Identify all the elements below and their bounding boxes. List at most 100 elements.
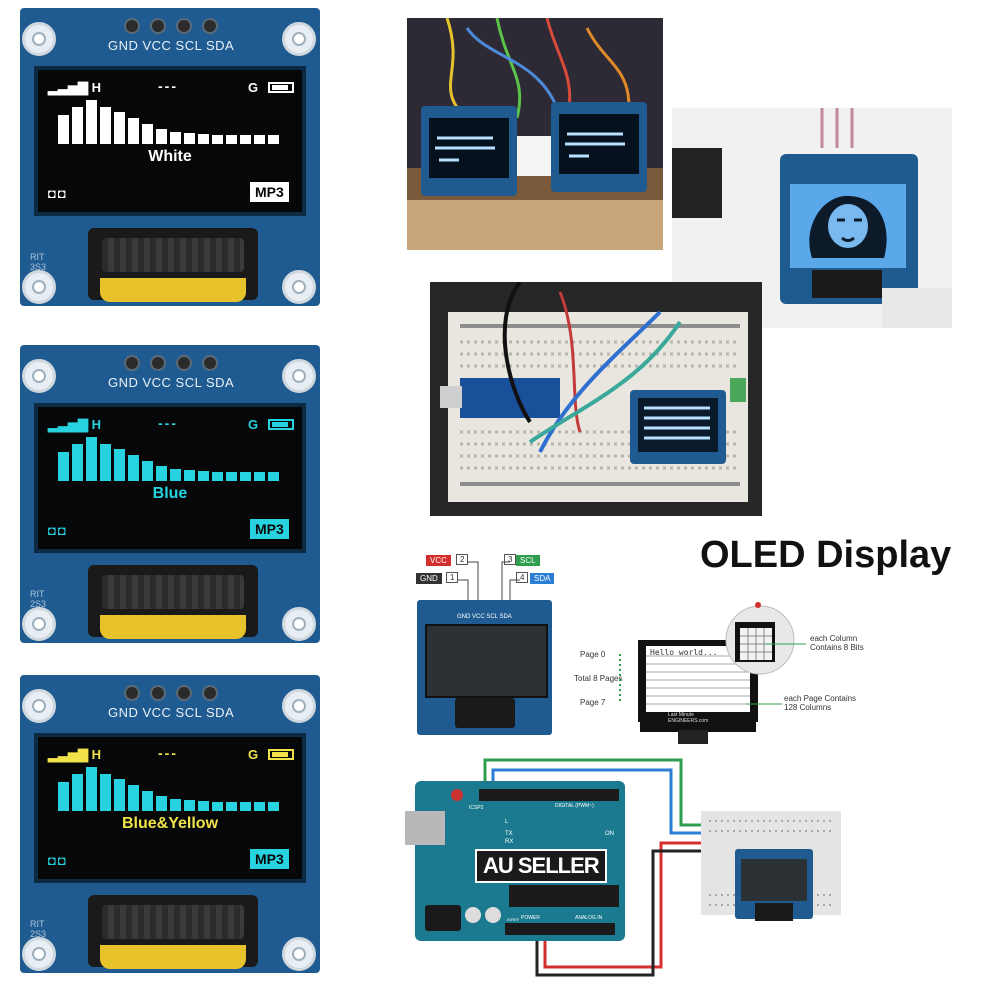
gold-connector <box>100 278 246 302</box>
mount-hole <box>22 359 56 393</box>
spectrum-bar <box>170 132 181 144</box>
arduino-label-l: L <box>505 819 509 825</box>
battery-icon <box>268 82 294 93</box>
spectrum-bar <box>100 444 111 481</box>
photo-two-oleds-wired <box>407 18 663 250</box>
pin-leader-lines <box>458 561 520 602</box>
pinout-oled-module: GND VCC SCL SDA <box>417 600 552 735</box>
header-pin <box>176 685 192 701</box>
spectrum-bar <box>58 115 69 144</box>
signal-indicator: ▂▃▅▇ H <box>48 747 101 762</box>
spectrum-bar <box>198 134 209 144</box>
pin-tag-scl: SCL <box>516 555 540 566</box>
spectrum-bar <box>212 135 223 144</box>
battery-icon <box>268 419 294 430</box>
signal-indicator: ▂▃▅▇ H <box>48 80 101 95</box>
pinout-module-pins: GND VCC SCL SDA <box>457 614 512 620</box>
header-pin <box>150 685 166 701</box>
spectrum-bar <box>170 799 181 811</box>
pin-labels: GND VCC SCL SDA <box>108 38 235 53</box>
screen-dashes: --- <box>158 78 178 94</box>
label-page0: Page 0 <box>580 650 606 659</box>
mount-hole <box>22 937 56 971</box>
pin-tag-vcc: VCC <box>426 555 451 566</box>
gold-connector <box>100 615 246 639</box>
mount-hole <box>22 270 56 304</box>
spectrum-bar <box>156 129 167 144</box>
spectrum-bars <box>58 100 288 144</box>
header-pin <box>202 355 218 371</box>
header-pin <box>124 18 140 34</box>
spectrum-bar <box>240 472 251 481</box>
spectrum-bar <box>156 796 167 811</box>
spectrum-bars <box>58 767 288 811</box>
spectrum-bar <box>226 135 237 144</box>
arduino-wiring-art <box>405 758 841 977</box>
screen-bottom-icons: ◘◘ <box>48 853 68 868</box>
spectrum-bar <box>86 437 97 481</box>
arduino-label-ioref: IOREF <box>507 917 520 922</box>
memory-map-diagram: Page 0 Total 8 Pages Page 7 Hello world.… <box>570 600 870 750</box>
header-pin <box>202 685 218 701</box>
arduino-label-analog: ANALOG IN <box>575 915 603 921</box>
mp3-badge: MP3 <box>250 182 289 202</box>
mount-hole <box>282 689 316 723</box>
pinout-diagram: VCC 2 GND 1 3 SCL 4 SDA GND VCC SCL SDA <box>412 550 562 740</box>
spectrum-bar <box>86 767 97 811</box>
mp3-badge: MP3 <box>250 519 289 539</box>
arduino-label-rx: RX <box>505 839 514 845</box>
brand-label: Last Minute ENGINEERS.com <box>668 712 709 724</box>
battery-icon <box>268 749 294 760</box>
pin-number-2: 2 <box>456 554 469 565</box>
arduino-label-digital: DIGITAL (PWM~) <box>555 803 594 809</box>
mount-hole <box>22 607 56 641</box>
mount-hole <box>282 270 316 304</box>
column-note: each Column Contains 8 Bits <box>810 634 864 652</box>
mp3-badge: MP3 <box>250 849 289 869</box>
label-total-pages: Total 8 Pages <box>574 674 623 683</box>
spectrum-bar <box>184 800 195 811</box>
screen-g-label: G <box>248 80 259 95</box>
spectrum-bar <box>156 466 167 481</box>
spectrum-bar <box>226 472 237 481</box>
spectrum-bar <box>58 782 69 811</box>
header-pin <box>176 355 192 371</box>
spectrum-bar <box>240 802 251 811</box>
header-pin <box>202 18 218 34</box>
signal-indicator: ▂▃▅▇ H <box>48 417 101 432</box>
label-page7: Page 7 <box>580 698 606 707</box>
silkscreen-label: RIT 2S3 <box>30 589 47 609</box>
spectrum-bar <box>72 774 83 811</box>
spectrum-bar <box>114 112 125 144</box>
photo-oled-portrait <box>672 108 952 328</box>
spectrum-bar <box>114 449 125 481</box>
spectrum-bar <box>72 107 83 144</box>
spectrum-bar <box>240 135 251 144</box>
spectrum-bar <box>198 801 209 811</box>
spectrum-bar <box>212 472 223 481</box>
arduino-label-on: ON <box>605 831 614 837</box>
photo-oled-portrait-art <box>672 108 952 328</box>
arduino-label-power: POWER <box>521 915 540 921</box>
arduino-label-icsp: ICSP2 <box>469 805 484 811</box>
page-note: each Page Contains 128 Columns <box>784 694 857 712</box>
spectrum-bars <box>58 437 288 481</box>
spectrum-bar <box>254 472 265 481</box>
spectrum-bar <box>86 100 97 144</box>
mount-hole <box>22 689 56 723</box>
header-pin <box>150 355 166 371</box>
spectrum-bar <box>128 455 139 481</box>
pin-number-3: 3 <box>504 554 517 565</box>
pinout-module-screen <box>425 624 548 698</box>
photo-two-oleds-art <box>407 18 663 250</box>
spectrum-bar <box>254 135 265 144</box>
spectrum-bar <box>128 118 139 144</box>
screen-dashes: --- <box>158 745 178 761</box>
spectrum-bar <box>72 444 83 481</box>
seller-badge: AU SELLER <box>475 849 607 883</box>
screen-bottom-icons: ◘◘ <box>48 186 68 201</box>
spectrum-bar <box>114 779 125 811</box>
silkscreen-label: RIT 3S3 <box>30 252 47 272</box>
